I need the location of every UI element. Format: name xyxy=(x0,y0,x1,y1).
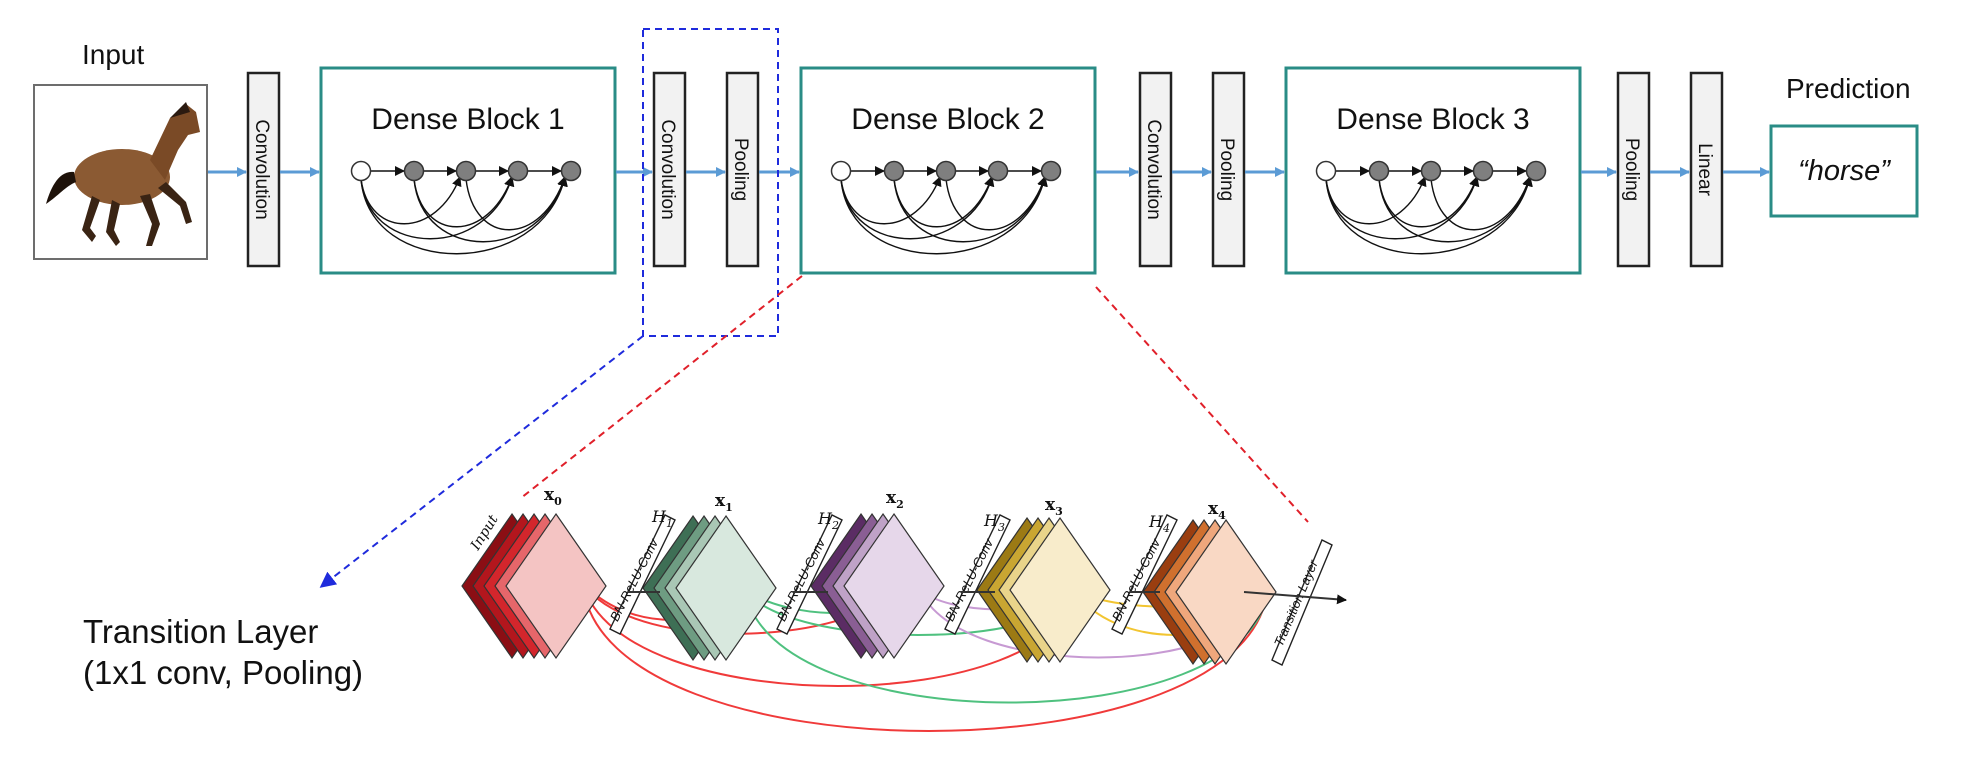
stack-x1 xyxy=(642,514,777,662)
stack-x4 xyxy=(1142,518,1277,666)
mini-skip-edge xyxy=(1430,176,1532,231)
mini-skip-edge xyxy=(840,176,995,240)
stack-x3 xyxy=(976,516,1111,664)
x1-label: x1 xyxy=(715,491,733,514)
feature-map xyxy=(1175,518,1277,666)
svg-text:H2: H2 xyxy=(817,509,839,532)
mini-skip-edge xyxy=(413,176,514,228)
mini-node xyxy=(455,160,477,182)
mini-node xyxy=(883,160,905,182)
transition-highlight-box xyxy=(642,28,779,337)
mini-node xyxy=(1472,160,1494,182)
x4-label: x4 xyxy=(1208,499,1226,522)
dense-graph-3 xyxy=(1315,160,1547,255)
x3-label: x3 xyxy=(1045,495,1063,518)
red-callout-line-right xyxy=(1095,286,1309,523)
mini-skip-edge xyxy=(1325,176,1427,225)
svg-text:“horse”: “horse” xyxy=(1798,155,1891,187)
mini-node xyxy=(987,160,1009,182)
h1-label: H1 xyxy=(651,507,673,530)
mini-skip-edge xyxy=(1325,176,1480,240)
mini-skip-edge xyxy=(840,176,942,225)
mini-skip-edge xyxy=(1378,176,1479,228)
h2-label: H2 xyxy=(817,509,839,532)
mini-input-node xyxy=(1315,160,1337,182)
prediction-box: “horse” xyxy=(1769,124,1919,218)
mini-node xyxy=(1040,160,1062,182)
detail-small-arrows xyxy=(628,591,1347,605)
mini-skip-edge xyxy=(360,176,462,225)
pooling-box-3: Pooling xyxy=(1616,71,1651,268)
feature-map xyxy=(843,512,945,660)
h4-label: H4 xyxy=(1148,512,1170,535)
pooling-box-1: Pooling xyxy=(725,71,760,268)
conv-box-1: Convolution xyxy=(246,71,281,268)
svg-text:Convolution: Convolution xyxy=(251,119,272,219)
svg-text:x0: x0 xyxy=(544,485,562,508)
feature-map-stacks xyxy=(461,512,1277,666)
svg-text:Dense Block 3: Dense Block 3 xyxy=(1336,103,1529,136)
svg-text:H4: H4 xyxy=(1148,512,1170,535)
dense-graph-2 xyxy=(830,160,1062,255)
mini-skip-edge xyxy=(413,176,568,243)
mini-input-node xyxy=(830,160,852,182)
svg-text:Dense Block 2: Dense Block 2 xyxy=(851,103,1044,136)
transition-layer-desc: (1x1 conv, Pooling) xyxy=(83,654,363,691)
svg-text:H3: H3 xyxy=(983,511,1005,534)
feature-map xyxy=(505,512,607,660)
blue-callout-line xyxy=(319,335,644,588)
svg-text:H1: H1 xyxy=(651,507,673,530)
mini-skip-edge xyxy=(465,176,567,231)
mini-node xyxy=(507,160,529,182)
mini-node xyxy=(1525,160,1547,182)
svg-text:Pooling: Pooling xyxy=(1621,138,1642,201)
mini-node xyxy=(560,160,582,182)
svg-text:Dense Block 1: Dense Block 1 xyxy=(371,103,564,136)
svg-text:x2: x2 xyxy=(886,488,904,511)
conv-box-3: Convolution xyxy=(1138,71,1173,268)
stack-x2 xyxy=(810,512,945,660)
mini-skip-edge xyxy=(360,176,568,255)
mini-skip-edge xyxy=(840,176,1048,255)
svg-text:Transition Layer: Transition Layer xyxy=(1271,557,1321,648)
dense-graph-1 xyxy=(350,160,582,255)
prediction-label: Prediction xyxy=(1786,73,1911,104)
mini-skip-edge xyxy=(893,176,1048,243)
transition-layer-box: Transition Layer xyxy=(1271,539,1333,666)
h3-label: H3 xyxy=(983,511,1005,534)
input-label: Input xyxy=(82,39,144,70)
red-callout-line-left xyxy=(520,275,803,499)
feature-map xyxy=(675,514,777,662)
mini-node xyxy=(403,160,425,182)
x0-label: x0 xyxy=(544,485,562,508)
svg-text:Convolution: Convolution xyxy=(1143,119,1164,219)
svg-text:x4: x4 xyxy=(1208,499,1226,522)
mini-node xyxy=(935,160,957,182)
mini-skip-edge xyxy=(893,176,994,228)
mini-skip-edge xyxy=(1325,176,1533,255)
svg-text:x1: x1 xyxy=(715,491,733,514)
mini-input-node xyxy=(350,160,372,182)
svg-text:Linear: Linear xyxy=(1694,143,1715,196)
feature-map xyxy=(1009,516,1111,664)
svg-text:Pooling: Pooling xyxy=(730,138,751,201)
svg-text:Pooling: Pooling xyxy=(1216,138,1237,201)
mini-skip-edge xyxy=(1378,176,1533,243)
pooling-box-2: Pooling xyxy=(1211,71,1246,268)
svg-text:Convolution: Convolution xyxy=(657,119,678,219)
linear-box: Linear xyxy=(1689,71,1724,268)
stack-x0 xyxy=(461,512,607,660)
svg-text:x3: x3 xyxy=(1045,495,1063,518)
x2-label: x2 xyxy=(886,488,904,511)
mini-node xyxy=(1368,160,1390,182)
conv-box-2: Convolution xyxy=(652,71,687,268)
mini-skip-edge xyxy=(360,176,515,240)
mini-skip-edge xyxy=(945,176,1047,231)
mini-node xyxy=(1420,160,1442,182)
horse-image xyxy=(33,84,208,260)
transition-layer-title: Transition Layer xyxy=(83,613,318,650)
